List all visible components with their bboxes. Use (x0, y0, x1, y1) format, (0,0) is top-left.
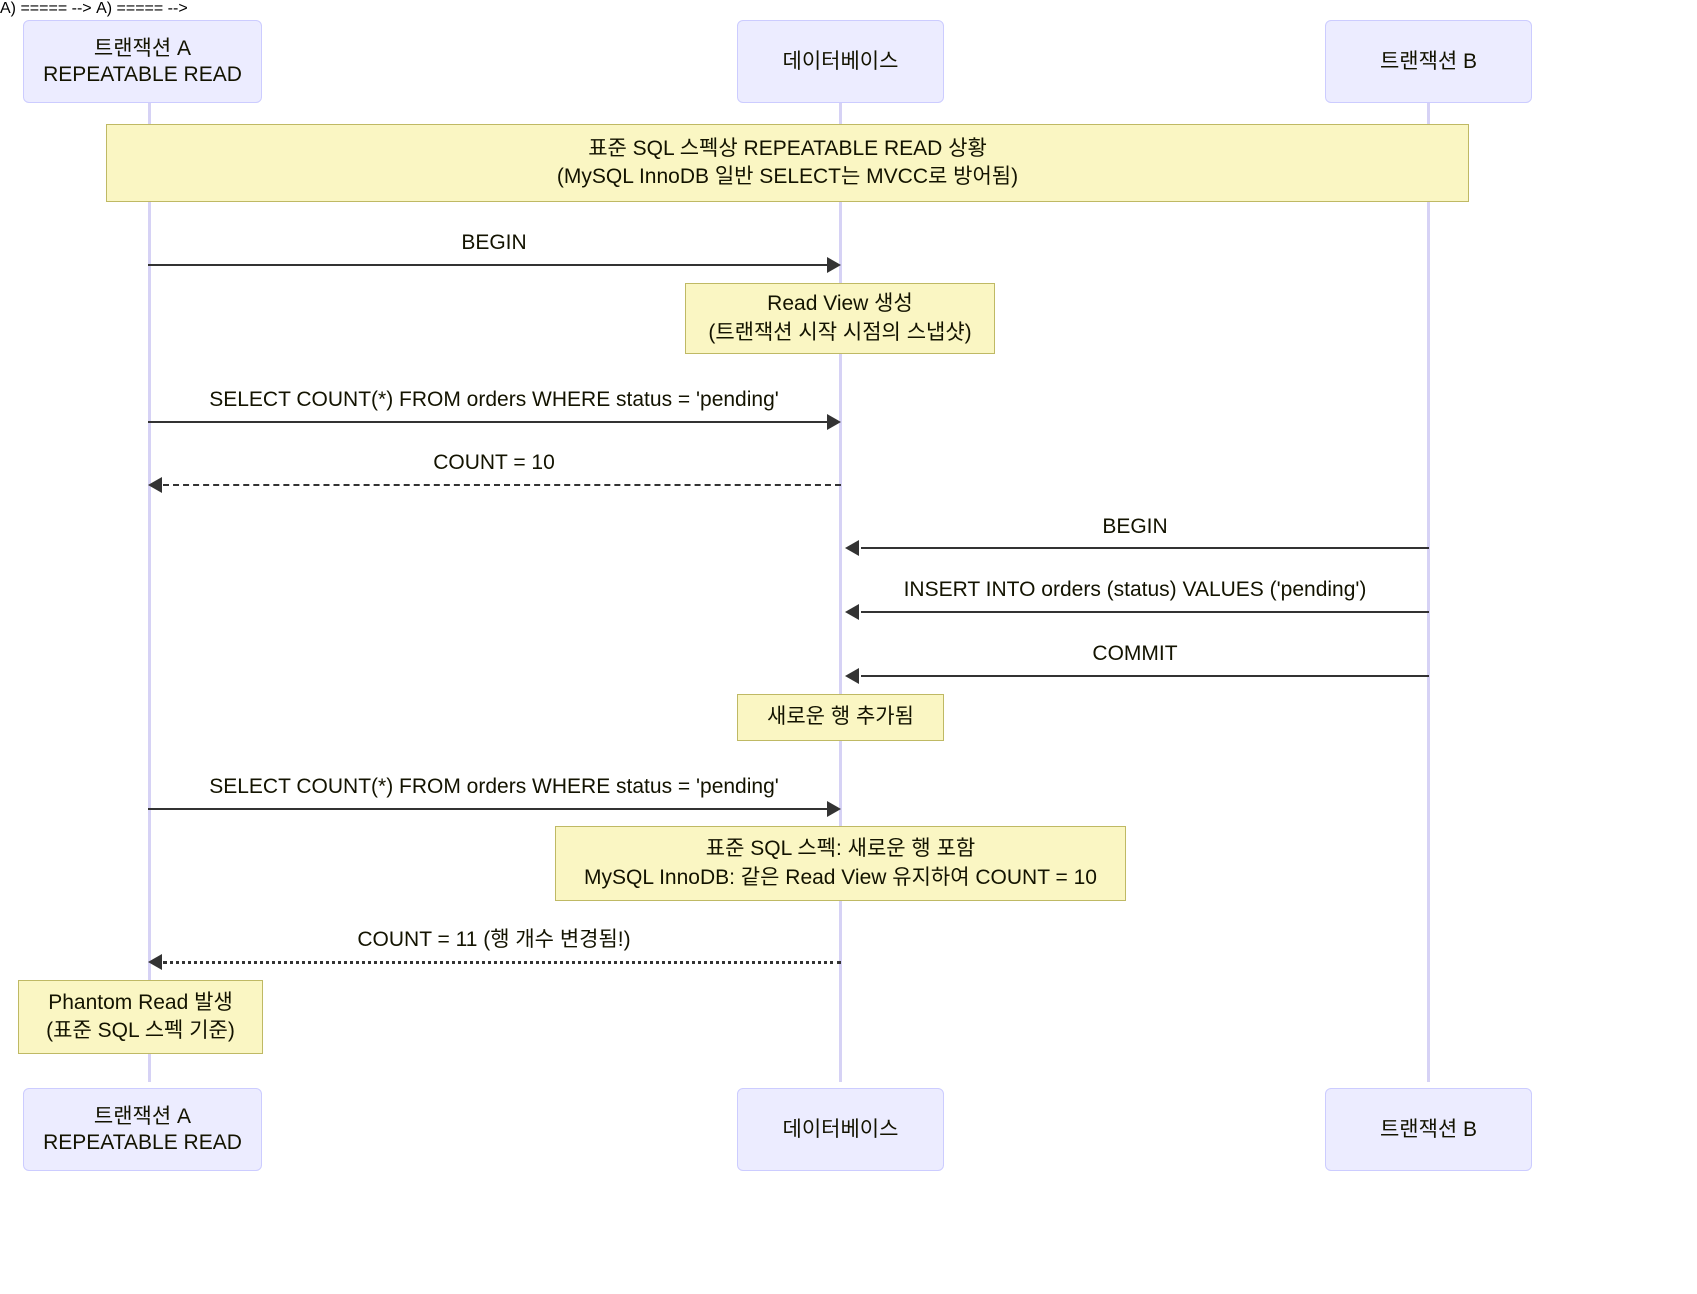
arrow-head-count-11 (148, 954, 162, 970)
message-line-select-count-2 (148, 808, 832, 810)
note-read-view-created: Read View 생성 (트랜잭션 시작 시점의 스냅샷) (685, 283, 995, 354)
participant-transaction-a-bottom[interactable]: 트랜잭션 A REPEATABLE READ (23, 1088, 262, 1171)
message-label-count-11: COUNT = 11 (행 개수 변경됨!) (357, 928, 631, 951)
lifeline-transaction-b (1427, 102, 1430, 1082)
participant-transaction-a-top[interactable]: 트랜잭션 A REPEATABLE READ (23, 20, 262, 103)
message-label-begin-a: BEGIN (461, 231, 527, 254)
lifeline-transaction-a (148, 102, 151, 1082)
note-spec-vs-innodb: 표준 SQL 스펙: 새로운 행 포함 MySQL InnoDB: 같은 Rea… (555, 826, 1126, 901)
arrow-head-begin-a (827, 257, 841, 273)
message-line-begin-a (148, 264, 832, 266)
message-label-commit-b: COMMIT (1092, 642, 1178, 665)
message-label-insert-into-orders: INSERT INTO orders (status) VALUES ('pen… (903, 578, 1367, 601)
arrow-head-insert-into-orders (845, 604, 859, 620)
note-new-row-added: 새로운 행 추가됨 (737, 694, 944, 741)
message-label-begin-b: BEGIN (1102, 515, 1168, 538)
arrow-head-commit-b (845, 668, 859, 684)
participant-database-top[interactable]: 데이터베이스 (737, 20, 944, 103)
message-line-insert-into-orders (861, 611, 1429, 613)
message-label-count-10: COUNT = 10 (433, 451, 555, 474)
message-line-begin-b (861, 547, 1429, 549)
message-line-select-count-1 (148, 421, 832, 423)
arrow-head-select-count-2 (827, 801, 841, 817)
participant-transaction-b-bottom[interactable]: 트랜잭션 B (1325, 1088, 1532, 1171)
message-line-count-11 (163, 961, 841, 964)
arrow-head-select-count-1 (827, 414, 841, 430)
message-line-count-10 (163, 484, 841, 486)
participant-transaction-b-top[interactable]: 트랜잭션 B (1325, 20, 1532, 103)
arrow-head-count-10 (148, 477, 162, 493)
message-label-select-count-1: SELECT COUNT(*) FROM orders WHERE status… (209, 388, 779, 411)
message-label-select-count-2: SELECT COUNT(*) FROM orders WHERE status… (209, 775, 779, 798)
note-standard-sql-spec-overview: 표준 SQL 스펙상 REPEATABLE READ 상황 (MySQL Inn… (106, 124, 1469, 202)
participant-database-bottom[interactable]: 데이터베이스 (737, 1088, 944, 1171)
message-line-commit-b (861, 675, 1429, 677)
arrow-head-begin-b (845, 540, 859, 556)
note-phantom-read-occurred: Phantom Read 발생 (표준 SQL 스펙 기준) (18, 980, 263, 1054)
lifeline-database (839, 102, 842, 1082)
